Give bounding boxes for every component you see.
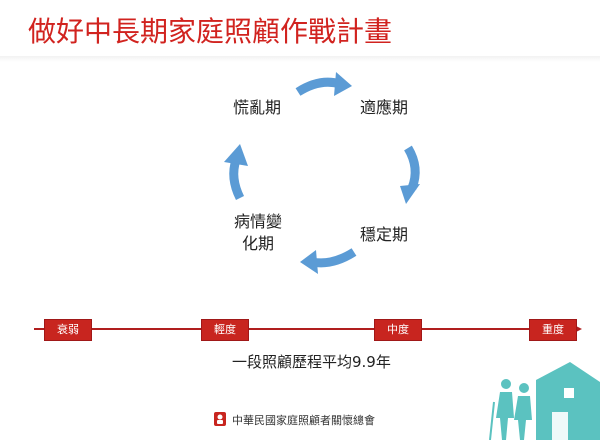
timeline-line xyxy=(34,328,574,330)
phase-stable: 穩定期 xyxy=(360,225,409,244)
page-title: 做好中長期家庭照顧作戰計畫 xyxy=(28,15,393,48)
phase-condition-change: 病情變化期 xyxy=(233,212,282,253)
phase-panic: 慌亂期 xyxy=(233,98,282,117)
stage-frail: 衰弱 xyxy=(44,319,92,341)
cycle-arrowhead-bottom xyxy=(300,250,318,274)
timeline-caption: 一段照顧歷程平均9.9年 xyxy=(232,353,391,371)
cycle-arrowhead-top xyxy=(334,72,352,96)
stage-moderate: 中度 xyxy=(374,319,422,341)
cycle-arrow-left xyxy=(229,158,245,201)
stage-mild: 輕度 xyxy=(201,319,249,341)
stage-severe: 重度 xyxy=(529,319,577,341)
cycle-arrow-top xyxy=(295,77,342,96)
title-divider xyxy=(0,56,600,62)
house-with-people-icon xyxy=(489,362,600,440)
caregiver-logo-icon xyxy=(214,412,226,426)
cycle-arrowhead-left xyxy=(224,144,248,166)
cycle-arrow-bottom xyxy=(311,248,357,268)
phase-adaptation: 適應期 xyxy=(360,98,409,117)
cycle-arrowhead-right xyxy=(400,184,420,204)
cycle-arrow-right xyxy=(404,145,420,190)
footer-org-name: 中華民國家庭照顧者關懷總會 xyxy=(232,414,375,427)
